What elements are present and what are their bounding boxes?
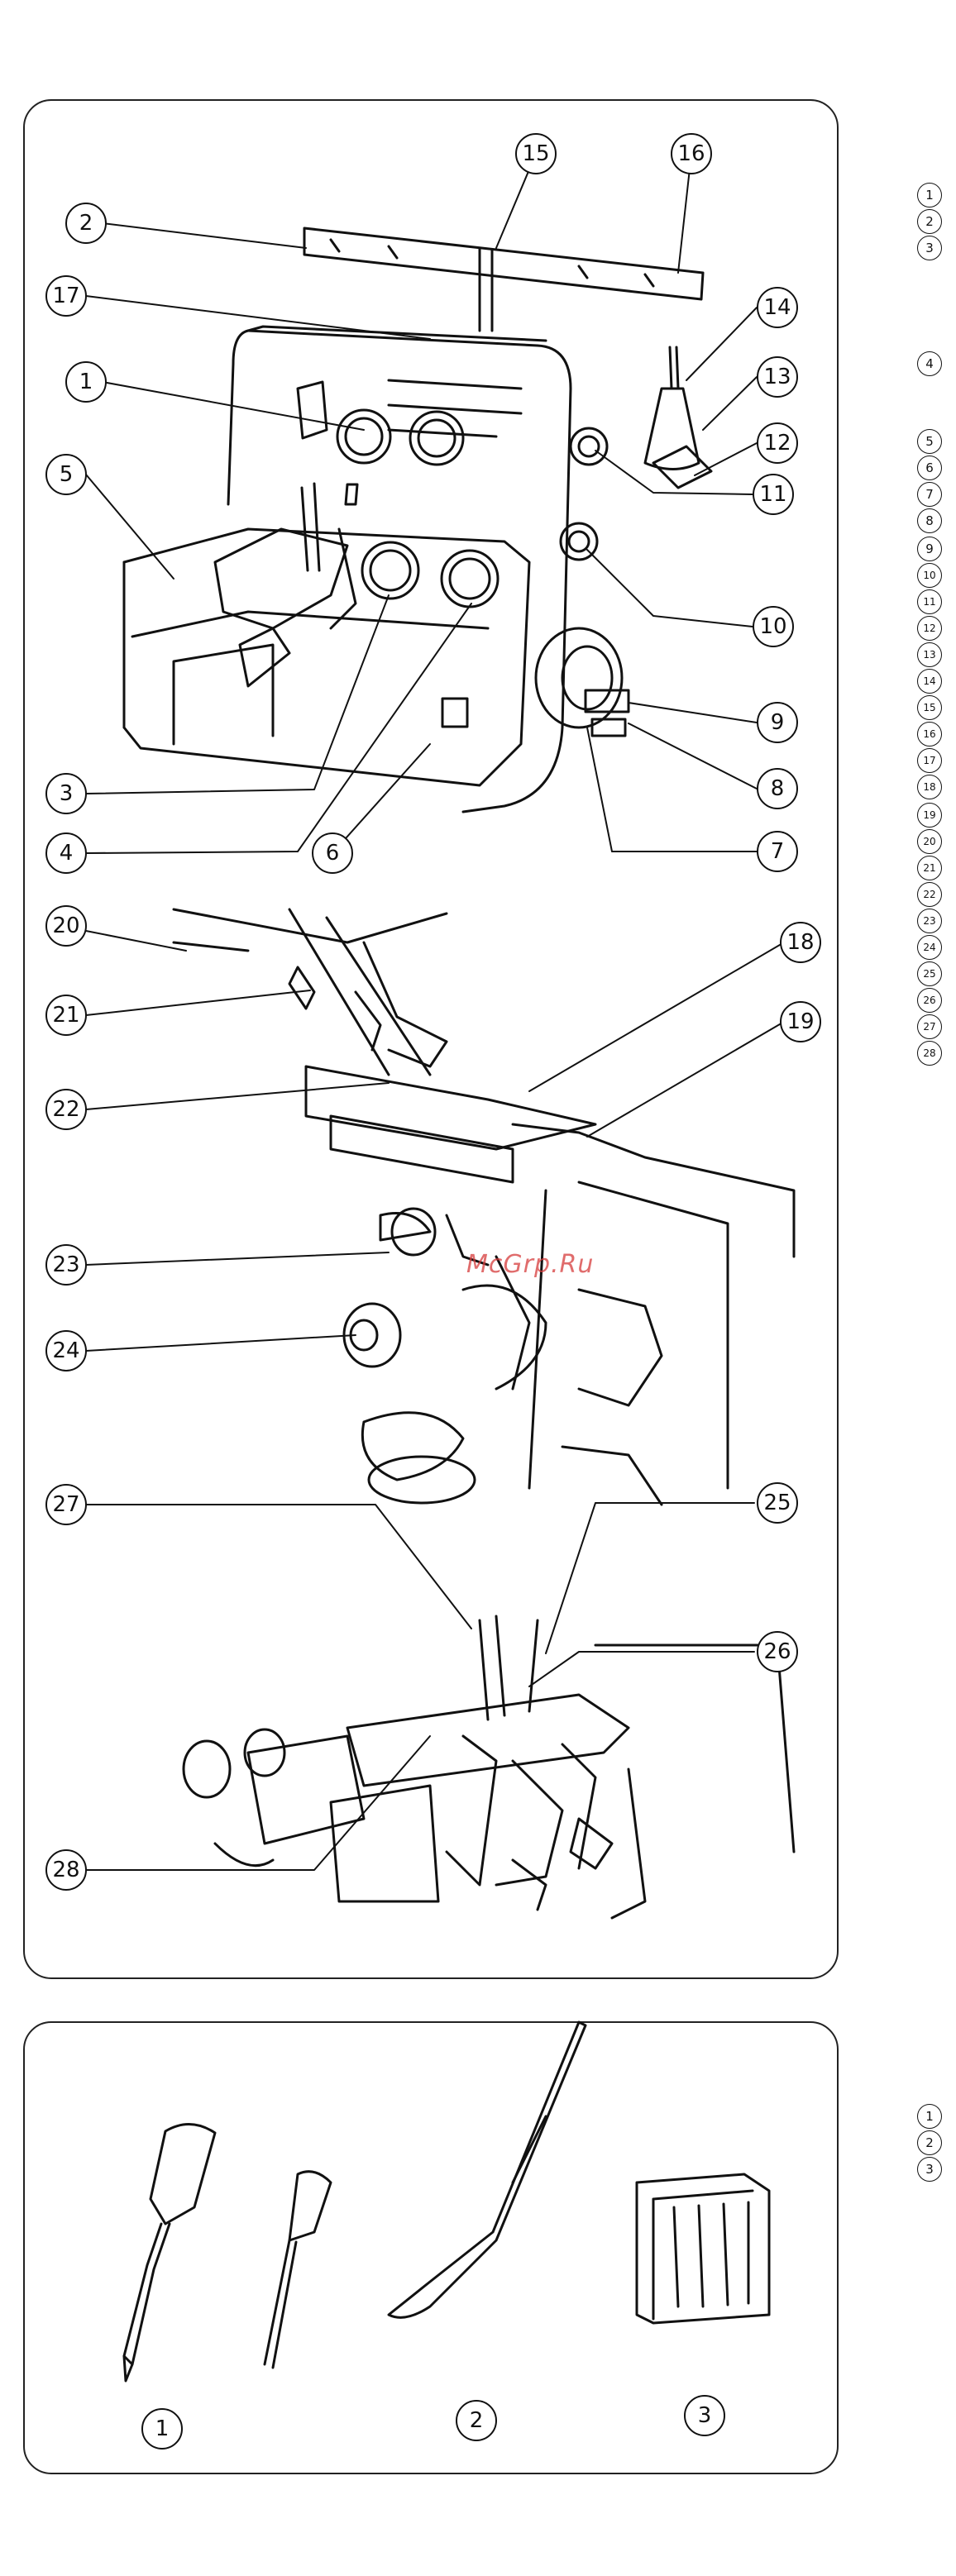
leader-lines-top — [86, 154, 757, 853]
callout-24: 24 — [45, 1330, 87, 1371]
legend-key-26: 26 — [917, 988, 942, 1013]
stitch-area-illustration — [174, 909, 794, 1505]
callout-20: 20 — [45, 905, 87, 947]
callout-7: 7 — [757, 831, 798, 872]
legend-key-16: 16 — [917, 722, 942, 747]
legend-key-3: 3 — [917, 236, 942, 260]
leader-lines-lower — [86, 1503, 754, 1870]
legend-key-25: 25 — [917, 961, 942, 986]
legend-key-19: 19 — [917, 803, 942, 828]
screwdrivers-illustration — [124, 2124, 331, 2381]
legend-key-15: 15 — [917, 695, 942, 720]
legend-key-24: 24 — [917, 935, 942, 960]
accessory-callout-2: 2 — [456, 2400, 497, 2441]
legend-key-12: 12 — [917, 616, 942, 641]
callout-1: 1 — [65, 361, 107, 403]
callout-15: 15 — [515, 133, 557, 174]
callout-6: 6 — [312, 832, 353, 874]
legend-key-17: 17 — [917, 748, 942, 773]
callout-25: 25 — [757, 1482, 798, 1524]
needle-case-illustration — [637, 2174, 769, 2323]
accessory-legend-key-3: 3 — [917, 2157, 942, 2182]
leader-lines-middle — [86, 931, 784, 1351]
callout-17: 17 — [45, 275, 87, 317]
serger-illustration — [124, 228, 711, 812]
callout-2: 2 — [65, 203, 107, 244]
accessory-legend-key-2: 2 — [917, 2130, 942, 2155]
legend-key-5: 5 — [917, 429, 942, 454]
callout-4: 4 — [45, 832, 87, 874]
callout-16: 16 — [671, 133, 712, 174]
callout-5: 5 — [45, 454, 87, 495]
callout-21: 21 — [45, 995, 87, 1036]
callout-27: 27 — [45, 1484, 87, 1525]
callout-8: 8 — [757, 768, 798, 809]
accessory-callout-3: 3 — [684, 2395, 725, 2436]
tweezers-illustration — [389, 2022, 586, 2317]
callout-19: 19 — [780, 1001, 821, 1042]
legend-key-21: 21 — [917, 856, 942, 880]
legend-key-10: 10 — [917, 563, 942, 588]
legend-key-4: 4 — [917, 351, 942, 376]
legend-key-8: 8 — [917, 508, 942, 533]
legend-key-22: 22 — [917, 882, 942, 907]
legend-key-20: 20 — [917, 829, 942, 854]
legend-key-11: 11 — [917, 589, 942, 614]
callout-28: 28 — [45, 1849, 87, 1891]
legend-key-1: 1 — [917, 183, 942, 208]
callout-18: 18 — [780, 922, 821, 963]
watermark-text: McGrp.Ru — [466, 1250, 594, 1279]
callout-9: 9 — [757, 702, 798, 743]
legend-key-28: 28 — [917, 1041, 942, 1066]
accessory-legend-key-1: 1 — [917, 2104, 942, 2129]
legend-key-2: 2 — [917, 209, 942, 234]
callout-11: 11 — [753, 474, 794, 515]
legend-key-27: 27 — [917, 1014, 942, 1039]
callout-12: 12 — [757, 422, 798, 464]
callout-13: 13 — [757, 356, 798, 398]
callout-23: 23 — [45, 1244, 87, 1286]
legend-key-14: 14 — [917, 669, 942, 694]
legend-key-7: 7 — [917, 482, 942, 507]
legend-key-9: 9 — [917, 537, 942, 561]
legend-key-18: 18 — [917, 775, 942, 799]
legend-key-13: 13 — [917, 642, 942, 667]
looper-area-illustration — [184, 1616, 794, 1918]
callout-22: 22 — [45, 1089, 87, 1130]
legend-key-6: 6 — [917, 456, 942, 480]
callout-3: 3 — [45, 773, 87, 814]
accessory-callout-1: 1 — [141, 2408, 183, 2450]
legend-key-23: 23 — [917, 909, 942, 933]
callout-10: 10 — [753, 606, 794, 647]
callout-26: 26 — [757, 1631, 798, 1672]
callout-14: 14 — [757, 287, 798, 328]
